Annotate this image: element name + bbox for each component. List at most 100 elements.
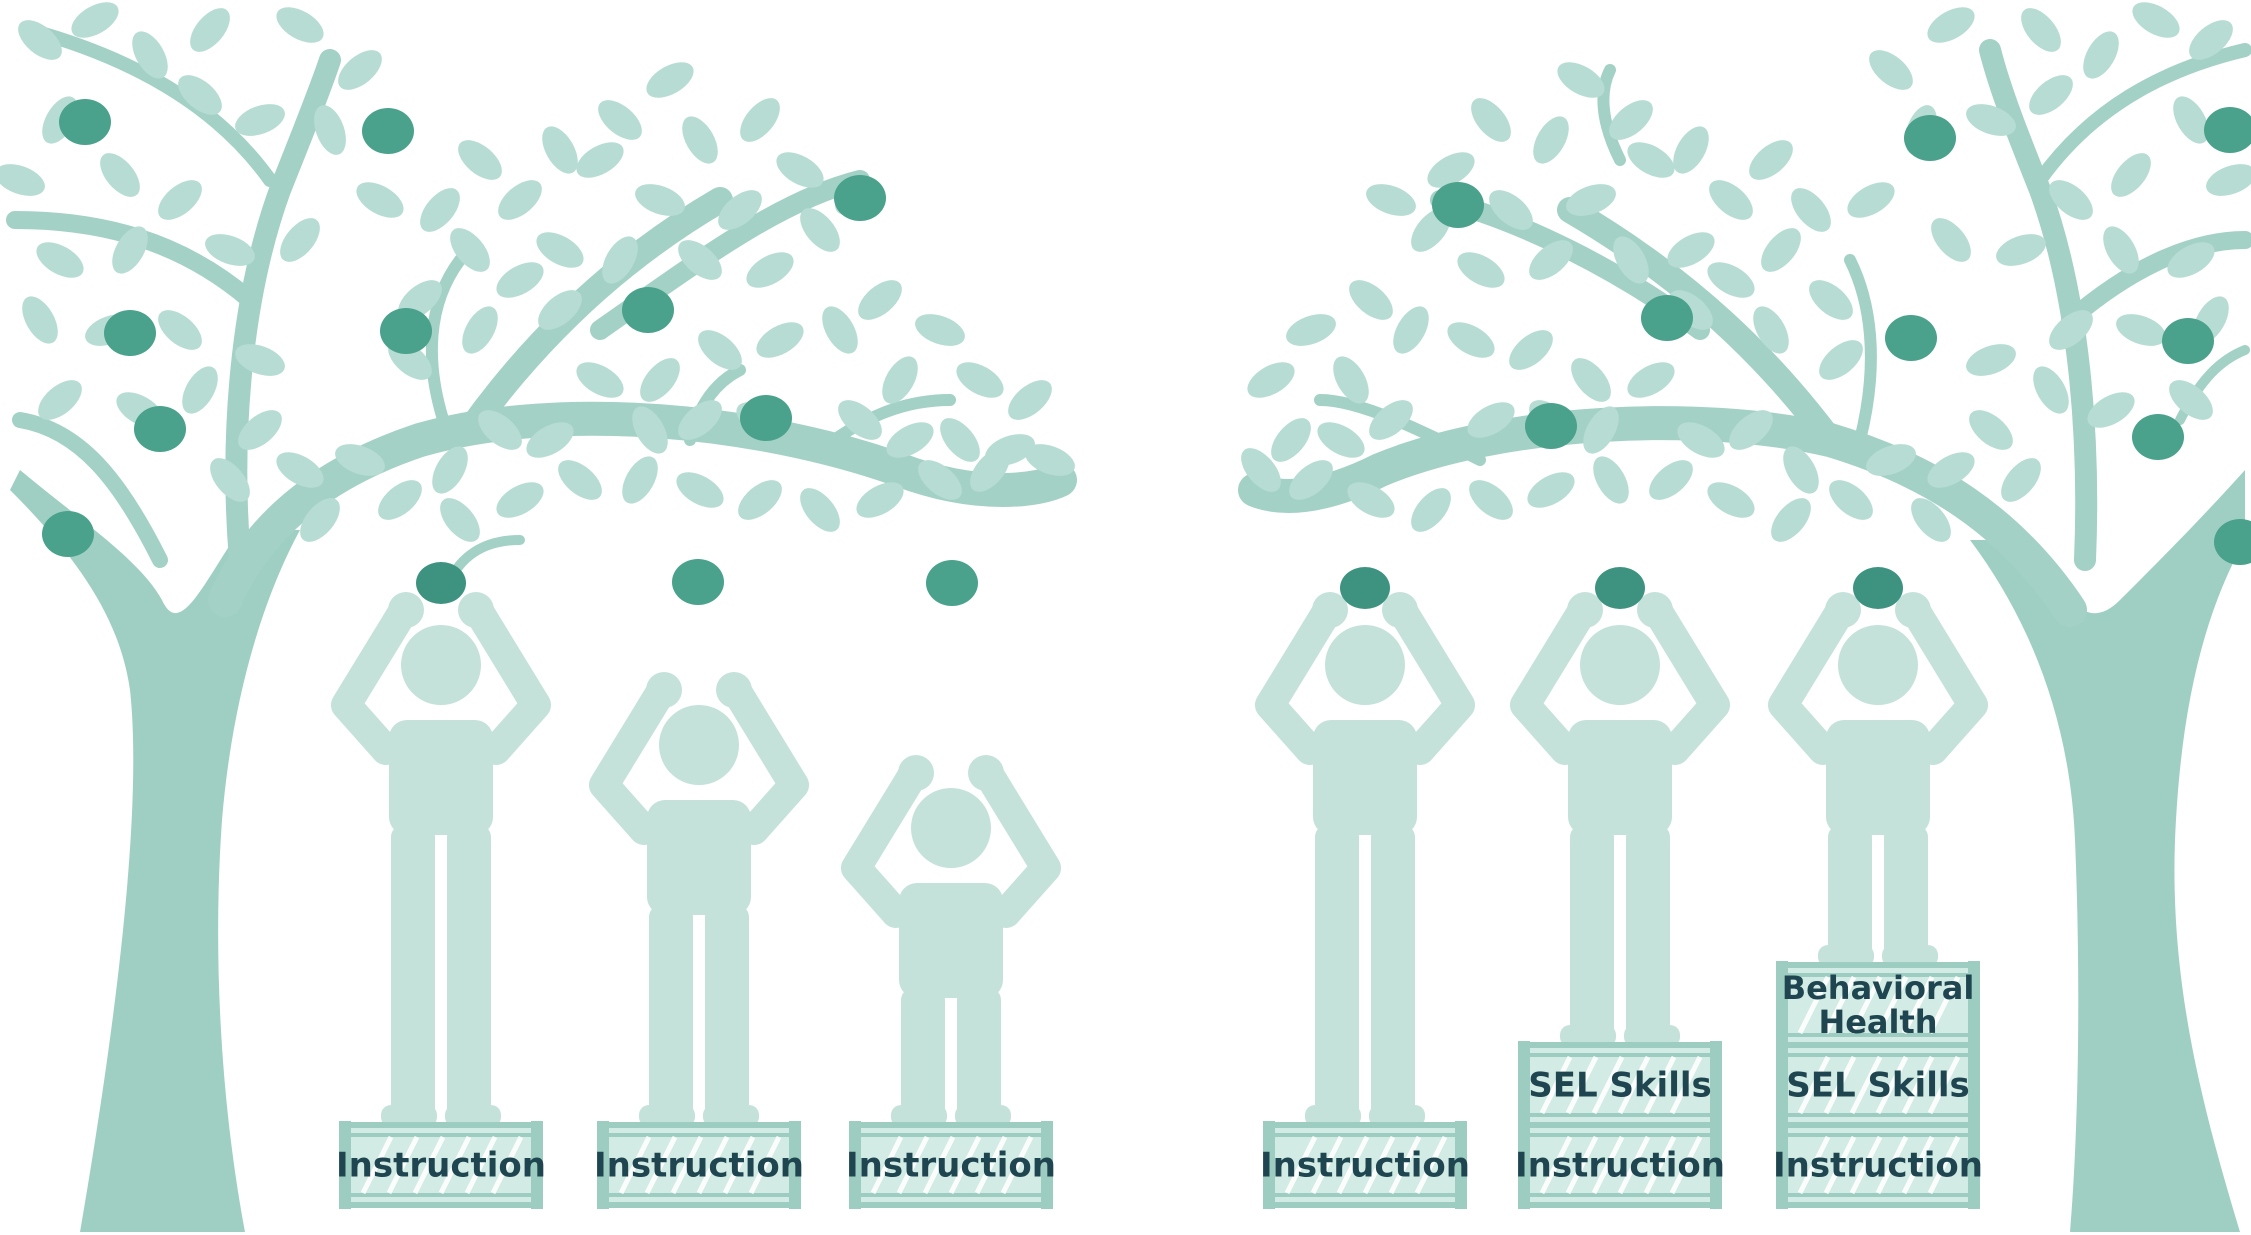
leaf (678, 400, 722, 440)
leaf (2169, 380, 2213, 420)
leaf (1707, 262, 1755, 298)
leaf (190, 8, 230, 52)
leaf (1393, 306, 1429, 354)
leaf (276, 452, 324, 488)
crate-label: Instruction (846, 1146, 1056, 1186)
leaf (2116, 314, 2166, 346)
leaf (2001, 458, 2041, 502)
leaf (1527, 472, 1575, 508)
leaf (646, 62, 694, 98)
leaf (1609, 100, 1653, 140)
leaf (1533, 116, 1569, 164)
leaf (1709, 180, 1753, 220)
apple (1885, 315, 1937, 361)
leaf (738, 480, 782, 520)
leaf (1289, 460, 1333, 500)
leaf (838, 400, 882, 440)
apple (380, 308, 432, 354)
person-leg (901, 988, 945, 1121)
apple (1641, 295, 1693, 341)
person-foot (1882, 945, 1938, 967)
person-figure (589, 672, 809, 1127)
leaf (538, 290, 582, 330)
leaf (682, 116, 718, 164)
leaf (235, 344, 285, 376)
apple (2132, 414, 2184, 460)
crate-post (1968, 961, 1980, 1049)
person-hand (898, 755, 934, 791)
leaf (1749, 140, 1793, 180)
leaf (478, 410, 522, 450)
leaf (1571, 358, 1611, 402)
leaf (182, 366, 218, 414)
apple (672, 559, 724, 605)
leaf (2167, 242, 2215, 278)
leaf (1583, 406, 1619, 454)
leaf (18, 20, 62, 60)
crate-post (1518, 1121, 1530, 1209)
held-apple (1853, 567, 1903, 609)
leaf (1427, 152, 1475, 188)
leaf (1333, 356, 1369, 404)
crate-post (1776, 1121, 1788, 1209)
crate-label: Instruction (336, 1146, 546, 1186)
leaf (635, 184, 685, 216)
leaf (1809, 280, 1853, 320)
leaf (1866, 444, 1916, 476)
leaf (2111, 153, 2151, 197)
right-tree-trunk (1970, 470, 2245, 1232)
leaf (132, 31, 168, 79)
apple (42, 511, 94, 557)
leaf (314, 105, 346, 155)
leaf (38, 380, 82, 420)
apple (926, 560, 978, 606)
person-leg (705, 905, 749, 1121)
leaf (2049, 180, 2093, 220)
leaf (718, 190, 762, 230)
leaf (205, 234, 255, 266)
leaf (1753, 306, 1789, 354)
leaf (918, 460, 962, 500)
held-apple (1595, 567, 1645, 609)
crate-post (1968, 1121, 1980, 1209)
leaf (178, 75, 222, 115)
leaf (2021, 8, 2061, 52)
person-hand (1637, 592, 1673, 628)
person-head (1580, 625, 1660, 705)
person-torso (647, 800, 751, 915)
person-arms (841, 763, 1061, 928)
leaf (542, 126, 578, 174)
leaf (882, 356, 918, 404)
person-leg (1315, 825, 1359, 1121)
apple (2162, 318, 2214, 364)
leaf (335, 444, 385, 476)
apple (834, 175, 886, 221)
crate-label: Instruction (594, 1146, 804, 1186)
leaf (536, 232, 584, 268)
person-arms (589, 680, 809, 845)
leaf (440, 498, 480, 542)
crate-label: Health (1818, 1003, 1937, 1041)
leaf (1927, 452, 1975, 488)
person-torso (1313, 720, 1417, 835)
leaf (558, 460, 602, 500)
person-head (1325, 625, 1405, 705)
leaf (1667, 232, 1715, 268)
leaf (1241, 448, 1281, 492)
leaf (1271, 418, 1311, 462)
crate-post (1776, 961, 1788, 1049)
leaf (496, 262, 544, 298)
leaf (1489, 190, 1533, 230)
crate: Instruction (594, 1121, 804, 1209)
left-tree (0, 2, 1077, 1232)
leaf (632, 406, 668, 454)
crate: Instruction (1773, 1121, 1983, 1209)
leaf (36, 242, 84, 278)
person-foot (1369, 1105, 1425, 1127)
right-tree-apples (1432, 107, 2251, 565)
apple (2214, 519, 2251, 565)
leaf (280, 218, 320, 262)
leaf (2173, 96, 2209, 144)
leaf (2103, 226, 2139, 274)
leaf (1467, 402, 1515, 438)
